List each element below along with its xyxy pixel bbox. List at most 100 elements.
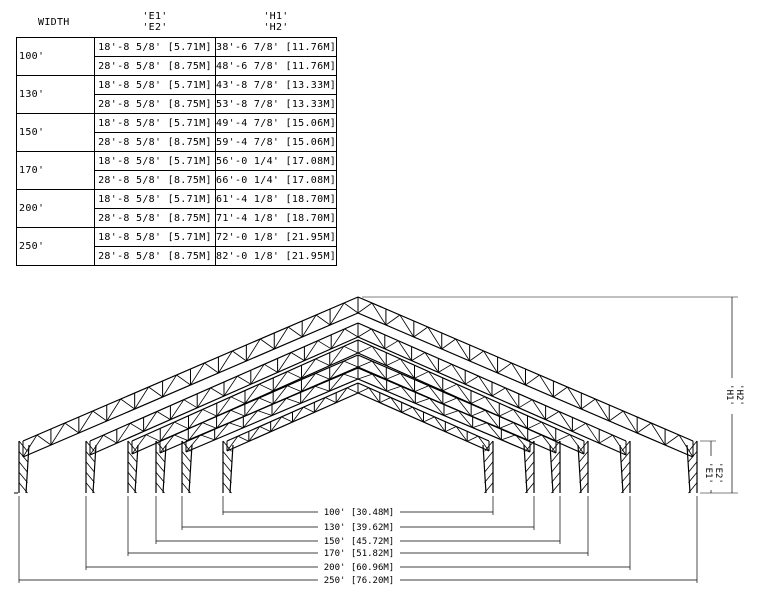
truss-web [609,410,624,422]
truss-web [244,397,260,417]
span-dimension: 150' [45.72M] [155,496,561,547]
truss-web [223,375,238,397]
header-e: 'E1' 'E2' [140,11,170,33]
eave-label-e2: 'E2' [713,462,723,484]
truss-frame [222,382,494,494]
leg-web [181,440,191,452]
truss-web [499,422,514,429]
truss-web [120,398,135,410]
truss-web [527,434,543,442]
truss-web [173,434,189,442]
truss-web [272,385,288,405]
leg-chord [92,444,97,494]
truss-web [258,397,274,405]
truss-web [545,411,560,420]
leg-web [222,451,232,463]
truss-web [428,385,444,405]
leg-web [621,440,631,452]
span-dimension: 250' [76.20M] [18,496,698,586]
leg-web [551,440,561,452]
truss-web [237,375,252,385]
truss-web [513,422,529,441]
truss-web [424,352,439,373]
truss-web [598,434,613,444]
table-row: 170' 18'-8 5/8' [5.71M] 56'-0 1/4' [17.0… [16,151,338,190]
header-e2: 'E2' [142,22,168,33]
leg-web [621,461,631,473]
leg-web [551,471,561,483]
truss-web [304,340,319,361]
truss-web [413,326,429,338]
truss-web [202,422,217,429]
truss-web [438,363,453,373]
leg-web [127,440,137,452]
truss-web [187,422,203,441]
truss-web [272,371,288,392]
table-row: 28'-8 5/8' [8.75M] 53'-8 7/8' [13.33M] [17,94,338,114]
truss-web [134,386,149,410]
truss-web [400,385,416,404]
truss-web [650,422,666,446]
span-label: 100' [30.48M] [324,508,394,518]
leg-web [18,471,28,483]
truss-web [259,426,271,433]
table-row: 28'-8 5/8' [8.75M] 71'-4 1/8' [18.70M] [17,208,338,228]
leg-web [222,471,232,483]
truss-web [371,328,386,350]
truss-web [357,387,370,394]
truss-web [159,421,175,442]
truss-web [301,314,317,338]
leg-chord [686,444,691,494]
truss-web [484,410,500,429]
truss-web [541,434,557,454]
leg-web [579,471,589,483]
table-row: 150' 18'-8 5/8' [5.71M] 49'-4 7/8' [15.0… [16,113,338,152]
truss-web [400,373,415,392]
truss-web [196,387,211,409]
truss-web [513,409,528,429]
span-dimension: 200' [60.96M] [85,496,631,573]
truss-web [329,360,345,380]
truss-web [558,411,573,432]
truss-web [216,410,232,429]
leg-web [222,440,232,452]
truss-web [555,434,571,442]
leg-web [155,482,165,494]
truss-web [106,398,122,422]
truss-web [346,387,359,394]
span-label: 250' [76.20M] [324,576,394,586]
leg-web [621,451,631,463]
leg-web [579,451,589,463]
truss-web [329,346,345,366]
truss-web [271,398,287,416]
span-dimension: 130' [39.62M] [181,496,535,533]
leg-web [551,482,561,494]
leg-web [525,482,535,494]
table-row: 130' 18'-8 5/8' [5.71M] 43'-8 7/8' [13.3… [16,75,338,114]
truss-web [678,434,694,458]
truss-web [379,397,391,404]
leg-web [155,451,165,463]
leg-web [688,461,698,473]
truss-web [501,434,516,441]
truss-web [174,421,189,430]
header-width: WIDTH [38,17,70,28]
eave-label-bg [701,456,721,490]
truss-web [399,314,415,338]
leg-web [484,440,494,452]
height-label-h1: 'H1' [724,384,734,406]
h2-cell: 82'-0 1/8' [21.95M] [214,246,338,266]
truss-web [190,362,205,386]
truss-web [569,434,585,455]
truss-web [527,421,542,430]
truss-web [232,350,247,362]
truss-web [511,362,526,386]
leg-web [155,461,165,473]
truss-web [343,360,359,368]
truss-web [270,416,282,432]
truss-web [290,352,305,361]
dimension-lines: 100' [30.48M]130' [39.62M]150' [45.72M]1… [18,296,742,586]
truss-web [442,383,458,392]
dim-label-bg [318,521,400,532]
